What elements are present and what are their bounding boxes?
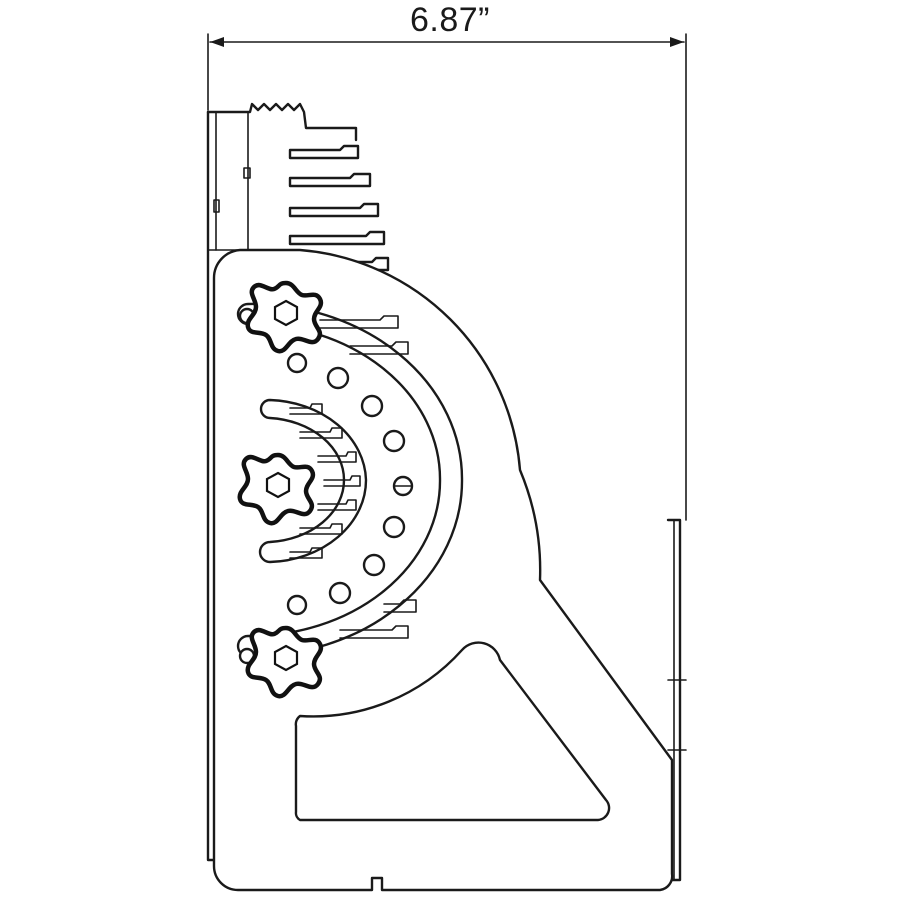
index-hole — [360, 394, 384, 418]
bracket-body — [212, 248, 674, 892]
index-hole — [382, 515, 406, 539]
fins-through-slot — [319, 315, 417, 639]
slotted-arc-outer — [236, 302, 464, 658]
knob-top[interactable] — [245, 280, 324, 354]
index-hole — [286, 594, 308, 616]
dimension-arrow — [207, 33, 687, 521]
index-hole — [362, 553, 386, 577]
index-hole — [286, 352, 308, 374]
dimension-width-label: 6.87” — [410, 1, 490, 39]
index-hole — [328, 581, 352, 605]
index-hole — [326, 366, 350, 390]
indexing-holes — [238, 307, 414, 665]
knob-center[interactable] — [237, 452, 316, 526]
knob-bottom[interactable] — [245, 625, 324, 699]
slotted-arc-inner — [258, 398, 368, 564]
mount-plate — [666, 518, 687, 882]
index-hole — [382, 429, 406, 453]
